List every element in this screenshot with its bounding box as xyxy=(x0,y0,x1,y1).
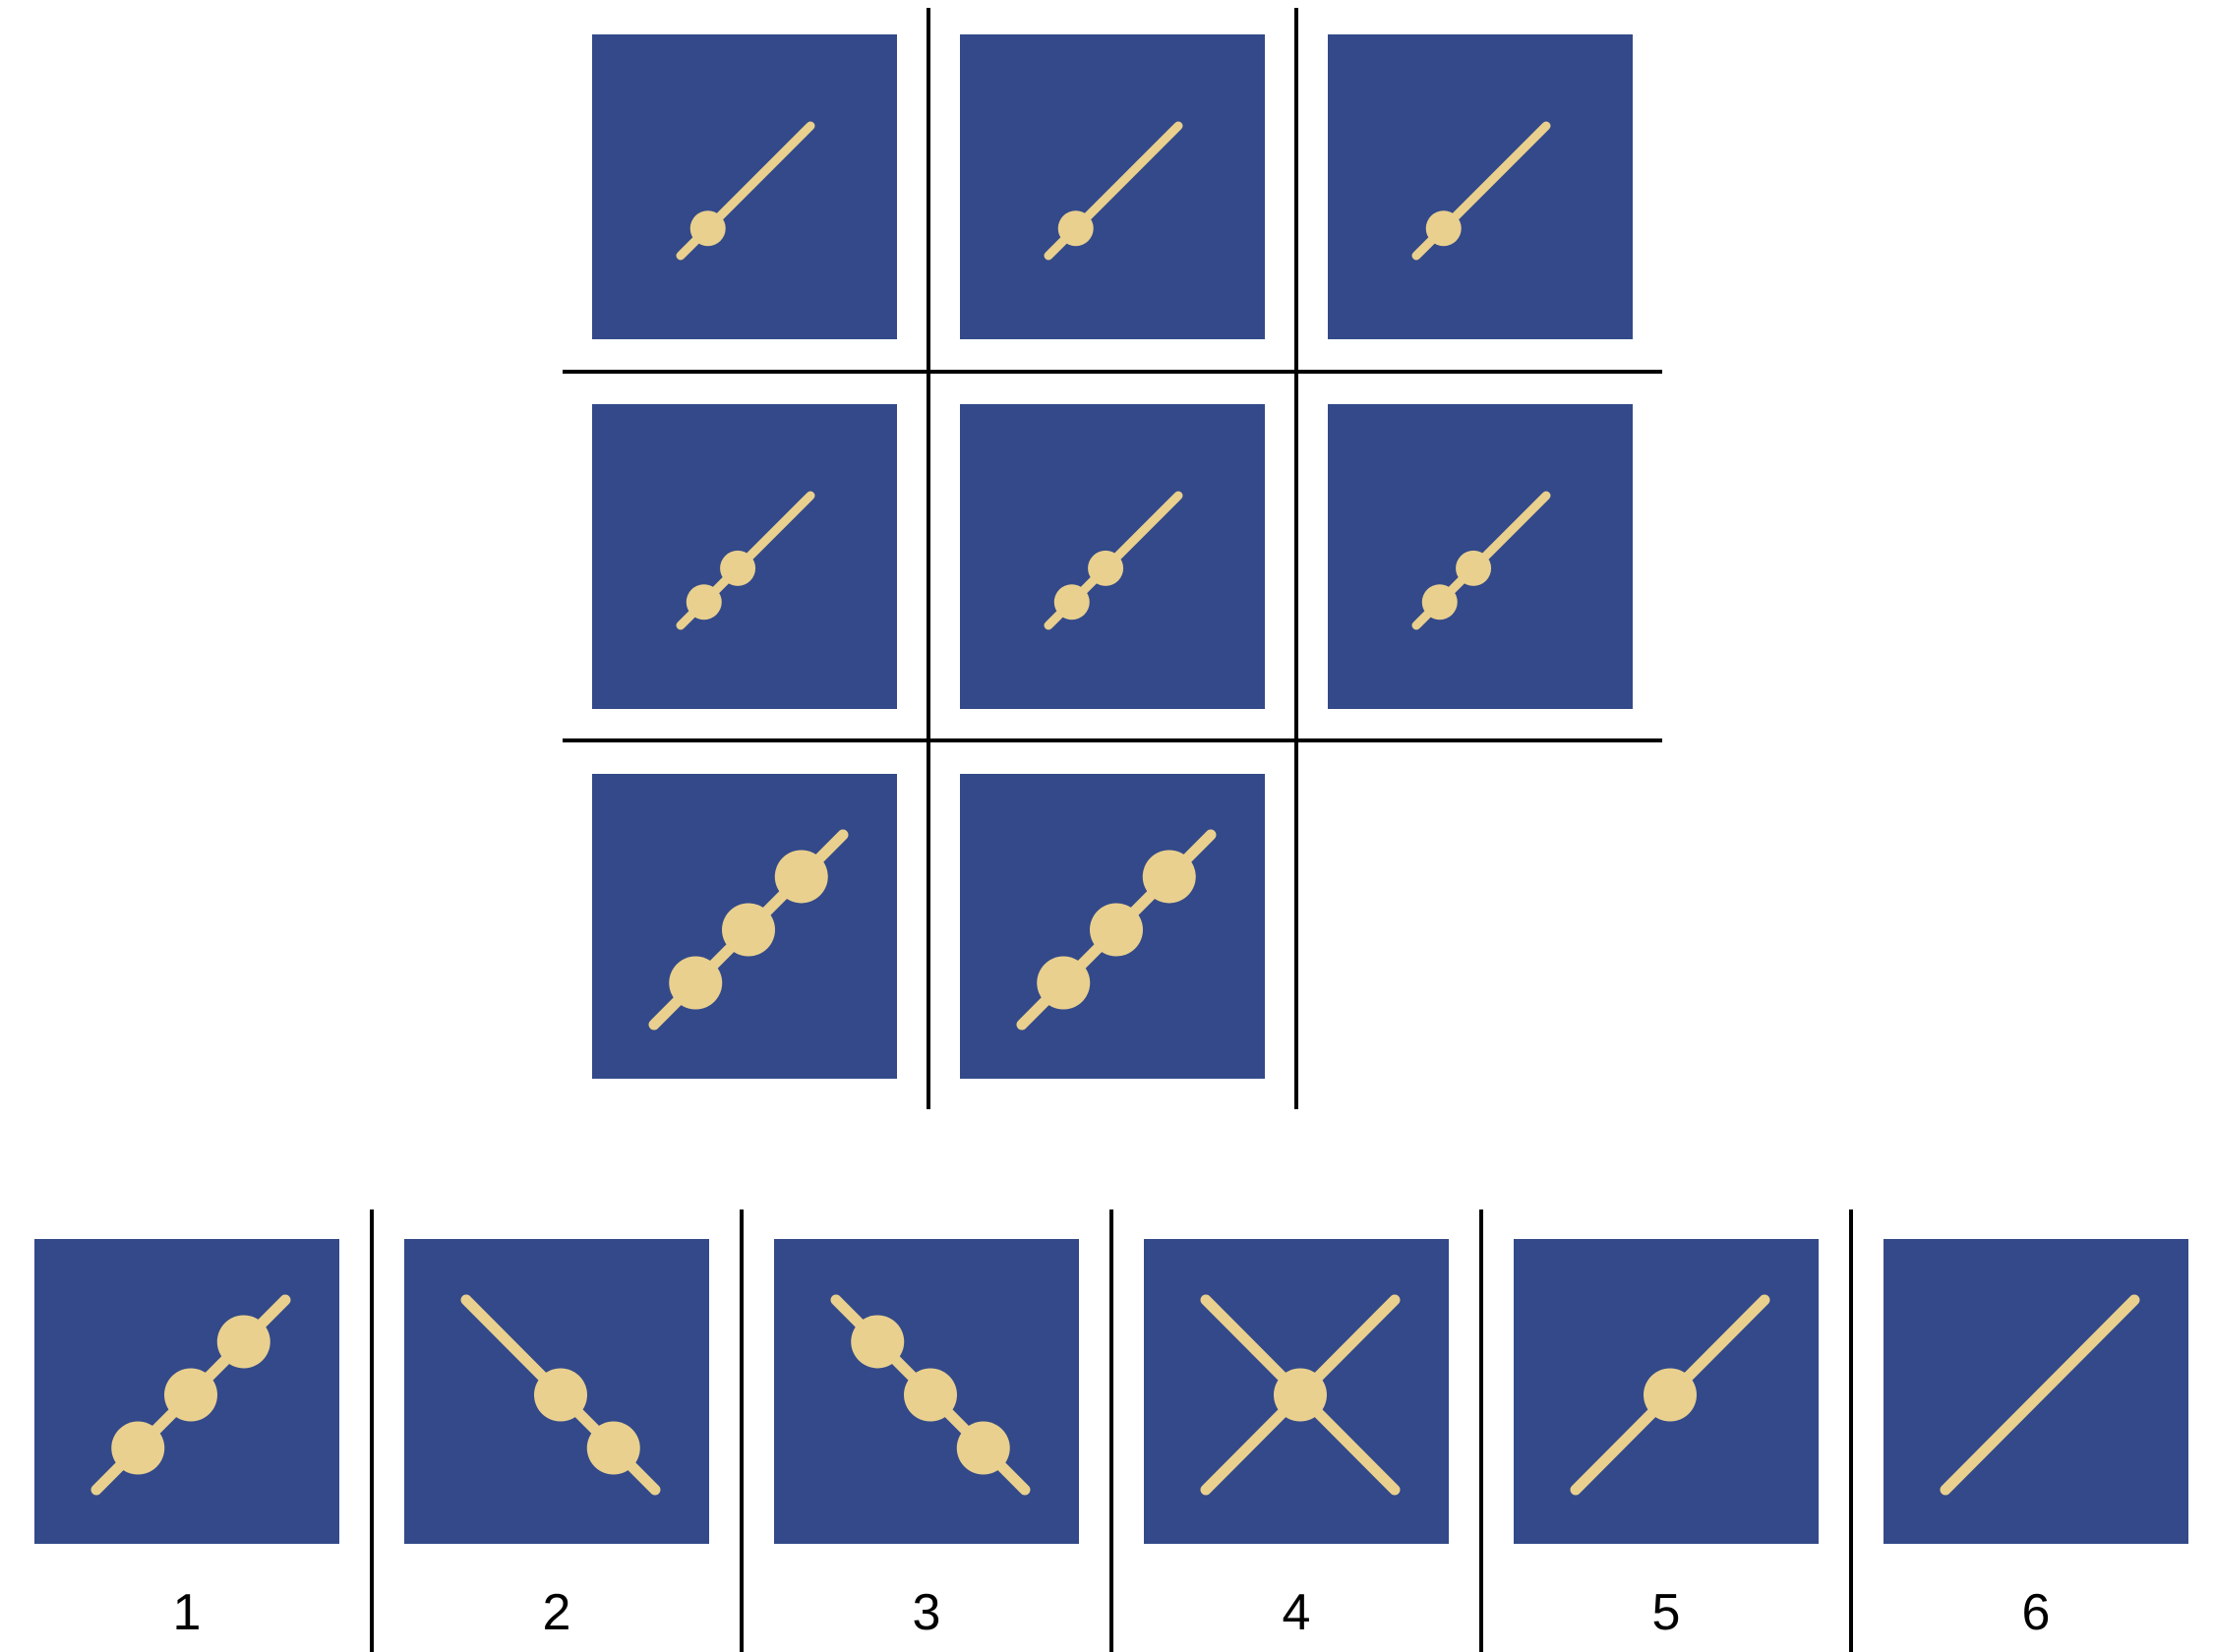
tile-figure xyxy=(404,1239,709,1544)
figure-line xyxy=(1940,1294,2140,1496)
option-2-tile[interactable] xyxy=(404,1239,709,1544)
tile-figure xyxy=(34,1239,339,1544)
figure-bead xyxy=(1644,1368,1697,1422)
figure-bead xyxy=(720,550,756,586)
option-3-tile[interactable] xyxy=(774,1239,1079,1544)
tile-figure xyxy=(1328,34,1633,339)
matrix-cell-r3c2 xyxy=(960,774,1265,1079)
figure-bead xyxy=(774,850,828,904)
figure-bead xyxy=(111,1421,165,1475)
option-separator-3 xyxy=(1109,1210,1113,1652)
figure-bead xyxy=(534,1368,587,1422)
figure-bead xyxy=(722,903,775,957)
option-separator-1 xyxy=(370,1210,374,1652)
figure-bead xyxy=(216,1315,270,1369)
figure-bead xyxy=(851,1315,905,1369)
option-separator-2 xyxy=(740,1210,744,1652)
figure-bead xyxy=(1037,956,1091,1010)
option-6-tile[interactable] xyxy=(1884,1239,2188,1544)
figure-bead xyxy=(956,1421,1010,1475)
option-3-label: 3 xyxy=(912,1584,941,1641)
matrix-cell-r2c3 xyxy=(1328,404,1633,709)
matrix-cell-r1c1 xyxy=(592,34,897,339)
figure-bead xyxy=(686,584,722,620)
figure-bead xyxy=(1425,210,1462,247)
figure-bead xyxy=(1057,210,1094,247)
figure-bead xyxy=(1274,1368,1327,1422)
figure-bead xyxy=(1456,550,1492,586)
matrix-cell-r3c3-missing xyxy=(1328,774,1633,1079)
tile-figure xyxy=(960,404,1265,709)
matrix-cell-r1c2 xyxy=(960,34,1265,339)
tile-figure xyxy=(592,404,897,709)
figure-bead xyxy=(1421,584,1458,620)
option-1-tile[interactable] xyxy=(34,1239,339,1544)
tile-figure xyxy=(774,1239,1079,1544)
tile-figure xyxy=(960,774,1265,1079)
figure-bead xyxy=(669,956,723,1010)
matrix-grid-line-vertical-2 xyxy=(1294,8,1298,1109)
tile-figure xyxy=(960,34,1265,339)
option-4-tile[interactable] xyxy=(1144,1239,1449,1544)
matrix-cell-r3c1 xyxy=(592,774,897,1079)
figure-bead xyxy=(1090,903,1143,957)
figure-bead xyxy=(1142,850,1196,904)
tile-figure xyxy=(592,774,897,1079)
option-6-label: 6 xyxy=(2021,1584,2051,1641)
tile-figure xyxy=(1884,1239,2188,1544)
tile-figure xyxy=(1144,1239,1449,1544)
figure-bead xyxy=(586,1421,640,1475)
matrix-grid-line-vertical-1 xyxy=(927,8,930,1109)
option-5-tile[interactable] xyxy=(1514,1239,1819,1544)
option-2-label: 2 xyxy=(542,1584,571,1641)
tile-figure xyxy=(592,34,897,339)
option-4-label: 4 xyxy=(1282,1584,1311,1641)
matrix-grid-line-horizontal-2 xyxy=(563,738,1662,742)
figure-bead xyxy=(1088,550,1124,586)
figure-bead xyxy=(164,1368,217,1422)
figure-bead xyxy=(1053,584,1090,620)
option-separator-5 xyxy=(1849,1210,1853,1652)
option-separator-4 xyxy=(1479,1210,1483,1652)
matrix-cell-r2c1 xyxy=(592,404,897,709)
matrix-grid-line-horizontal-1 xyxy=(563,370,1662,374)
option-1-label: 1 xyxy=(172,1584,202,1641)
figure-bead xyxy=(904,1368,957,1422)
figure-bead xyxy=(689,210,726,247)
option-5-label: 5 xyxy=(1651,1584,1681,1641)
matrix-cell-r1c3 xyxy=(1328,34,1633,339)
matrix-cell-r2c2 xyxy=(960,404,1265,709)
tile-figure xyxy=(1514,1239,1819,1544)
tile-figure xyxy=(1328,404,1633,709)
